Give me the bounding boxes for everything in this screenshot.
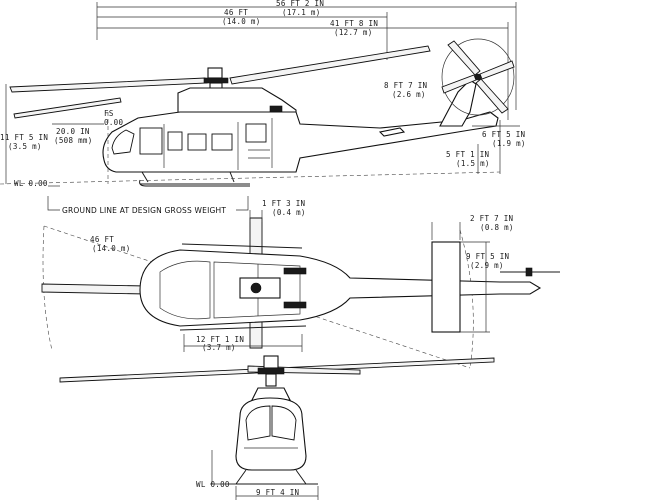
top-rotor-dia-metric: (14.0 m) [92,244,131,253]
fs-label: FS [104,109,114,118]
ground-line-label: GROUND LINE AT DESIGN GROSS WEIGHT [62,206,226,215]
top-rotor-dia-label: 46 FT [90,235,114,244]
tail-rotor-metric: (2.6 m) [392,90,426,99]
blade-chord-label: 1 FT 3 IN [262,199,305,208]
rotor-diameter-dimension: 46 FT (14.0 m) [97,8,388,60]
overall-height-label: 11 FT 5 IN [0,133,48,142]
rotor-diameter-label: 46 FT [224,8,248,17]
stab-span-metric: (2.9 m) [470,261,504,270]
skid-length-metric: (3.7 m) [202,343,236,352]
front-view: WL 0.00 9 FT 4 IN [59,355,495,500]
fuselage-length-label: 41 FT 8 IN [330,19,378,28]
side-view [0,38,515,187]
tail-height-1-metric: (1.9 m) [492,139,526,148]
fs-value: 0.00 [104,118,123,127]
overall-length-label: 56 FT 2 IN [276,0,324,8]
tail-height-2-label: 5 FT 1 IN [446,150,489,159]
fuselage-length-dimension: 41 FT 8 IN (12.7 m) [97,19,509,120]
tail-rotor-label: 8 FT 7 IN [384,81,427,90]
stab-chord-label: 2 FT 7 IN [470,214,513,223]
front-wl-label: WL 0.00 [196,480,230,489]
fs-nose-metric: (508 mm) [54,136,93,145]
tail-height-2-metric: (1.5 m) [456,159,490,168]
fs-nose-label: 20.0 IN [56,127,90,136]
fuselage-length-metric: (12.7 m) [334,28,373,37]
wl-label: WL 0.00 [14,179,48,188]
overall-length-dimension: 56 FT 2 IN (17.1 m) [96,0,517,110]
tail-height-1-label: 6 FT 5 IN [482,130,525,139]
blade-chord-metric: (0.4 m) [272,208,306,217]
stab-chord-metric: (0.8 m) [480,223,514,232]
tread-label: 9 FT 4 IN [256,488,299,497]
overall-height-metric: (3.5 m) [8,142,42,151]
stab-span-label: 9 FT 5 IN [466,252,509,261]
rotor-diameter-metric: (14.0 m) [222,17,261,26]
top-view: 46 FT (14.0 m) 1 FT 3 IN (0.4 m) [41,199,560,369]
overall-length-metric: (17.1 m) [282,8,321,17]
skid-length-label: 12 FT 1 IN [196,335,244,344]
side-view-labels: 8 FT 7 IN (2.6 m) 11 FT 5 IN (3.5 m) 20.… [0,81,526,215]
